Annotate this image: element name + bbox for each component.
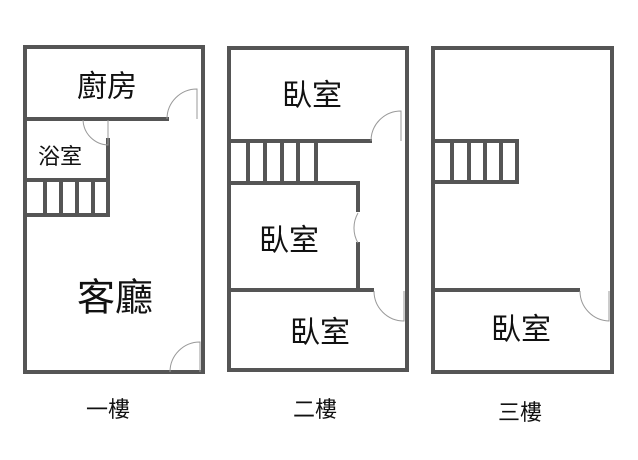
- bedroom-bottom-door-icon: [373, 290, 405, 322]
- stairs-3: [450, 141, 503, 182]
- room-bathroom: 浴室: [38, 145, 82, 170]
- room-bedroom-mid: 臥室: [259, 224, 319, 259]
- floor-2-outer-wall: [227, 46, 409, 372]
- bedroom-mid-door-icon: [353, 212, 359, 244]
- stairs-2: [246, 141, 318, 183]
- room-bedroom-top: 臥室: [282, 79, 342, 114]
- room-bedroom-bottom: 臥室: [290, 316, 350, 351]
- room-bedroom: 臥室: [491, 313, 551, 348]
- floor-1: 廚房 浴室 客廳 一樓: [23, 45, 205, 423]
- bedroom-top-door-icon: [370, 110, 402, 142]
- bathroom-door-icon: [82, 119, 109, 146]
- floor-1-label: 一樓: [86, 398, 130, 423]
- floor-3: 臥室 三樓: [431, 46, 614, 426]
- floor-3-label: 三樓: [498, 401, 542, 426]
- floor-1-outer-wall: [23, 45, 205, 374]
- floor-3-outer-wall: [431, 46, 614, 374]
- room-kitchen: 廚房: [77, 70, 137, 105]
- kitchen-door-icon: [166, 88, 198, 120]
- room-living: 客廳: [77, 276, 153, 320]
- bedroom-door-icon: [579, 290, 610, 322]
- floor-2-label: 二樓: [293, 398, 337, 423]
- floor-2: 臥室 臥室 臥室 二樓: [227, 46, 409, 423]
- stairs-1: [43, 180, 95, 215]
- entrance-door-icon: [169, 341, 201, 373]
